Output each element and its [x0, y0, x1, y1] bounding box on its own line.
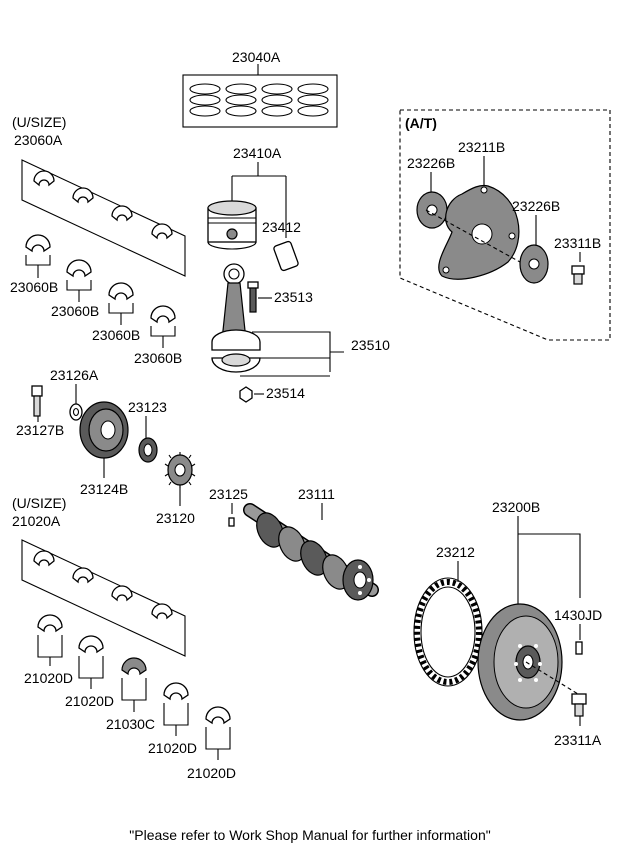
label-21020D-3: 21020D [148, 740, 197, 756]
label-undersize-lower: (U/SIZE) [12, 495, 66, 511]
crankshaft [243, 503, 379, 601]
label-21030C: 21030C [106, 716, 155, 732]
ring-gear [413, 577, 483, 687]
pulley-bolt [31, 385, 43, 417]
label-23226B-1: 23226B [407, 155, 455, 171]
drive-plate [438, 184, 520, 280]
label-21020A: 21020A [12, 513, 61, 529]
label-23124B: 23124B [80, 481, 128, 497]
main-bearings-upper [33, 170, 173, 240]
connecting-rod [211, 263, 261, 373]
label-23127B: 23127B [16, 422, 64, 438]
piston [207, 200, 257, 250]
piston-ring-set [182, 74, 338, 128]
label-23060A: 23060A [14, 132, 63, 148]
label-23120: 23120 [156, 510, 195, 526]
automatic-transmission-box [399, 109, 611, 341]
main-bearings-lower [33, 550, 173, 620]
label-23226B-2: 23226B [512, 198, 560, 214]
label-23412: 23412 [262, 219, 301, 235]
woodruff-key [228, 517, 235, 527]
label-21020D-2: 21020D [65, 693, 114, 709]
footer-note: "Please refer to Work Shop Manual for fu… [129, 827, 490, 843]
piston-pin [273, 240, 299, 272]
flywheel [477, 603, 563, 721]
label-23040A: 23040A [232, 49, 281, 65]
label-23410A: 23410A [233, 145, 282, 161]
label-23060B-4: 23060B [134, 350, 182, 366]
bearing-halves-23060B [25, 234, 176, 324]
drive-plate-bolt [571, 265, 585, 285]
label-23060B-1: 23060B [10, 279, 58, 295]
label-23060B-2: 23060B [51, 303, 99, 319]
label-23125: 23125 [209, 486, 248, 502]
label-23311A: 23311A [554, 732, 602, 748]
flex-plate-shim [416, 191, 448, 229]
label-21020D-4: 21020D [187, 765, 236, 781]
label-23211B: 23211B [458, 139, 505, 155]
label-23212: 23212 [436, 544, 475, 560]
front-oil-seal-spacer [138, 437, 158, 463]
crankshaft-pulley [79, 401, 129, 459]
rod-nut [239, 386, 253, 403]
label-23126A: 23126A [50, 367, 99, 383]
label-23060B-3: 23060B [92, 327, 140, 343]
drive-plate-adapter [519, 244, 549, 284]
label-1430JD: 1430JD [554, 607, 602, 623]
crankshaft-sprocket [164, 452, 196, 488]
label-undersize-upper: (U/SIZE) [12, 114, 66, 130]
label-23510: 23510 [351, 337, 390, 353]
label-23513: 23513 [274, 289, 313, 305]
label-23123: 23123 [128, 399, 167, 415]
flywheel-bolt [571, 693, 587, 717]
bearing-halves-21020D [37, 614, 231, 725]
label-23200B: 23200B [492, 499, 540, 515]
label-23311B: 23311B [554, 235, 601, 251]
pulley-washer [69, 403, 83, 421]
label-23111: 23111 [298, 486, 335, 502]
label-at: (A/T) [405, 115, 437, 131]
label-23514: 23514 [266, 385, 305, 401]
label-21020D-1: 21020D [24, 670, 73, 686]
flywheel-dowel-pin [575, 641, 583, 655]
